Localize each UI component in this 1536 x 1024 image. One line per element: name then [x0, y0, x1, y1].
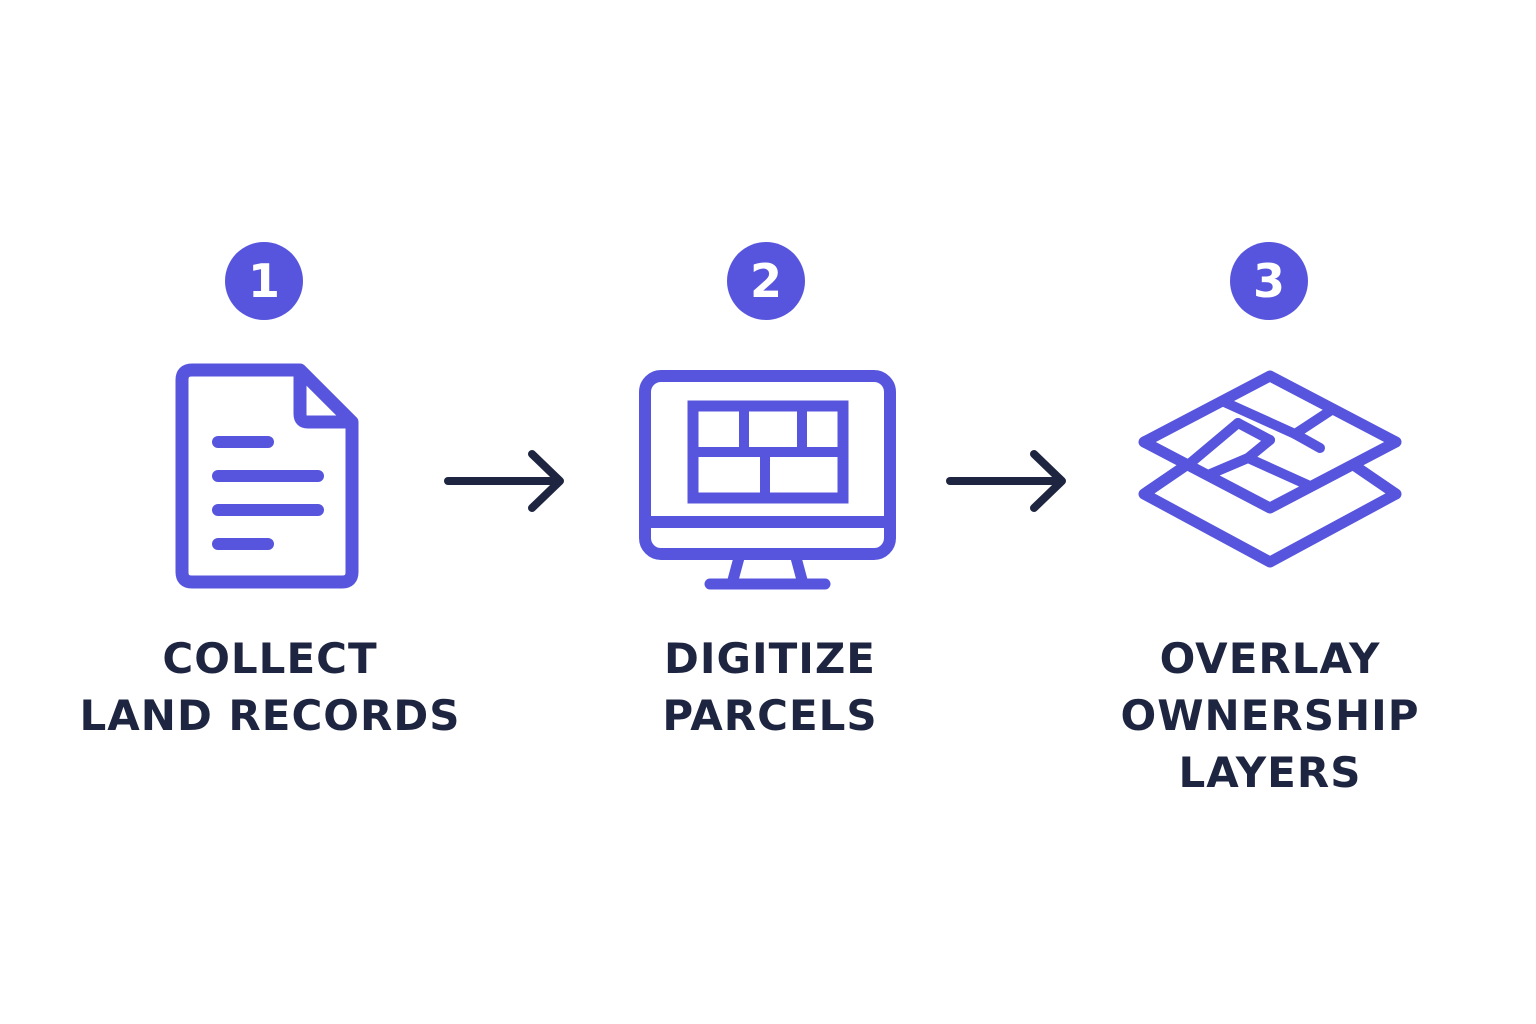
- step-2-number-badge: 2: [727, 242, 805, 320]
- step-2-label-line-1: DIGITIZE: [663, 634, 876, 683]
- step-3-label-line-3: LAYERS: [1178, 748, 1362, 797]
- arrow-right-icon: [444, 450, 564, 512]
- step-1-number-badge: 1: [225, 242, 303, 320]
- document-icon: [175, 363, 359, 589]
- step-3-label: OVERLAY OWNERSHIP LAYERS: [1050, 630, 1490, 801]
- step-1-label-line-1: COLLECT: [162, 634, 378, 683]
- arrow-right-icon: [946, 450, 1066, 512]
- step-1-label-line-2: LAND RECORDS: [79, 691, 461, 740]
- step-3-label-line-1: OVERLAY: [1159, 634, 1381, 683]
- step-3-number-badge: 3: [1230, 242, 1308, 320]
- layers-icon: [1138, 370, 1402, 568]
- step-3-label-line-2: OWNERSHIP: [1120, 691, 1420, 740]
- step-2-label-line-2: PARCELS: [662, 691, 878, 740]
- monitor-grid-icon: [639, 370, 896, 590]
- step-2-label: DIGITIZE PARCELS: [550, 630, 990, 744]
- step-1-label: COLLECT LAND RECORDS: [50, 630, 490, 744]
